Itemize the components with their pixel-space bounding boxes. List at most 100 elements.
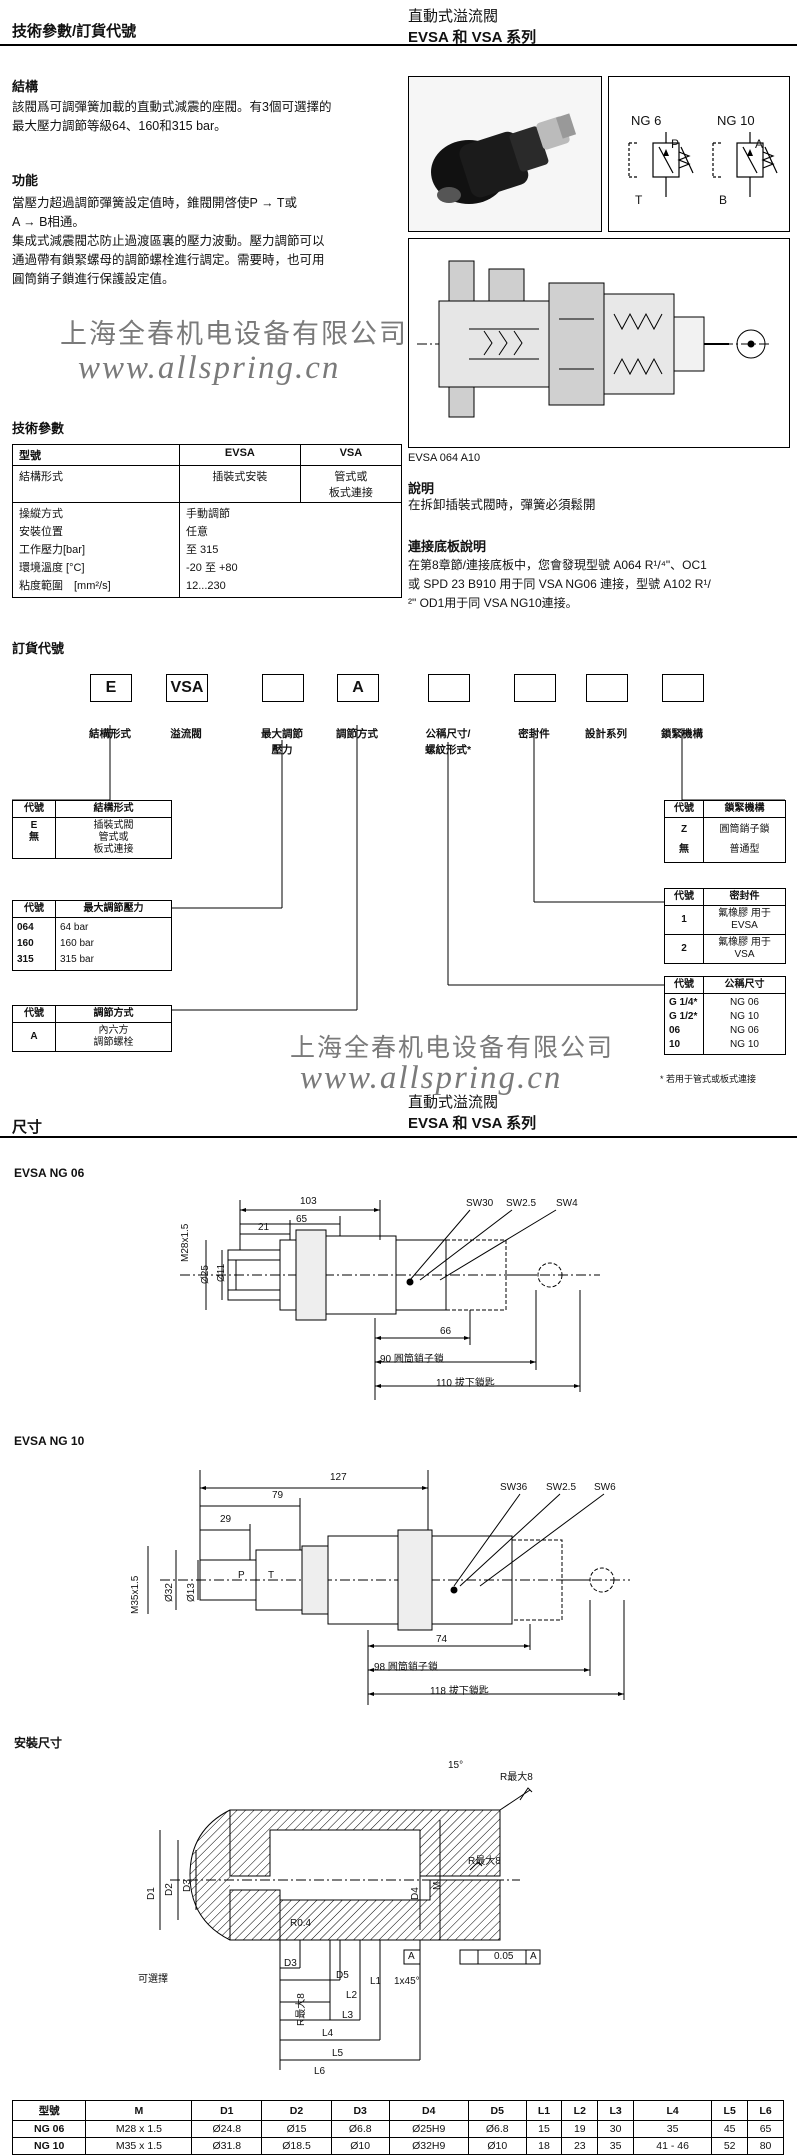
spec-structure-vsa-line2: 板式連接: [328, 487, 373, 499]
subplate-title: 連接底板說明: [408, 539, 487, 554]
dim-header-5: D4: [388, 2100, 469, 2121]
dim-header-6: D5: [467, 2100, 527, 2121]
dim-cell-1-4: Ø10: [330, 2137, 390, 2155]
mount-d4: D4: [410, 1887, 421, 1900]
cross-section-drawing: [417, 260, 769, 418]
ot-seal-r2c2a: 氟橡膠 用于: [718, 937, 771, 948]
ng06-dim-110: 110 拔下鎖匙: [436, 1378, 495, 1389]
ot-pressure-r1c2: 64 bar: [60, 922, 89, 933]
ng10-dim-sw6: SW6: [594, 1482, 616, 1493]
ng06-title: EVSA NG 06: [14, 1166, 85, 1180]
ng06-dim-sw4: SW4: [556, 1198, 578, 1209]
spec-temp-val: -20 至 +80: [186, 562, 238, 574]
order-box-a: A: [337, 674, 379, 702]
structure-text: 該閥爲可調彈簧加載的直動式減震的座閥。有3個可選擇的 最大壓力調節等級64、16…: [12, 98, 402, 136]
spec-col-evsa: EVSA: [179, 444, 301, 466]
structure-title: 結構: [12, 79, 39, 94]
function-text-line3: 集成式減震閥芯防止過渡區裏的壓力波動。壓力調節可以: [12, 234, 325, 248]
dim-header-3: D2: [261, 2100, 332, 2121]
ot-size-r1c2: NG 06: [730, 997, 759, 1008]
page1-header-left: 技術參數/訂貨代號: [12, 23, 137, 40]
spec-row-position: 安裝位置: [19, 526, 63, 538]
order-box-vsa: VSA: [166, 674, 208, 702]
page1-header-rule: [0, 44, 797, 46]
cross-section-frame: [408, 238, 790, 448]
order-label-structure: 結構形式: [89, 728, 131, 740]
order-footnote: * 若用于管式或板式連接: [660, 1074, 757, 1084]
dim-header-2: D1: [191, 2100, 263, 2121]
mount-ra8-mid: R最大8: [468, 1856, 501, 1867]
spec-row-temp: 環境溫度 [°C]: [19, 562, 85, 574]
subplate-text-line1: 在第8章節/連接底板中，您會發現型號 A064 R¹/⁴"、OC1: [408, 558, 707, 572]
subplate-text-line3: ²" OD1用于同 VSA NG10連接。: [408, 596, 578, 610]
ng10-port-t: T: [268, 1570, 275, 1581]
mount-l6: L6: [314, 2066, 326, 2077]
order-label-lock: 鎖緊機構: [661, 728, 703, 740]
spec-row-pressure: 工作壓力[bar]: [19, 544, 86, 556]
ot-adjust-h2: 調節方式: [55, 1005, 172, 1023]
subplate-text: 在第8章節/連接底板中，您會發現型號 A064 R¹/⁴"、OC1 或 SPD …: [408, 556, 793, 613]
order-box-seal: [514, 674, 556, 702]
structure-text-line2: 最大壓力調節等級64、160和315 bar。: [12, 119, 227, 133]
ng10-dim-79: 79: [272, 1490, 284, 1501]
dim-cell-1-3: Ø18.5: [261, 2137, 332, 2155]
ot-adjust-r1c2a: 內六方: [98, 1025, 129, 1036]
relief-valve-symbols: [628, 132, 778, 197]
order-label-thread-line1: 公稱尺寸/: [425, 728, 471, 740]
ot-lock-h2: 鎖緊機構: [703, 800, 786, 818]
spec-row-structure: 結構形式: [12, 465, 180, 503]
ot-lock-values: 圓筒銷子鎖普通型: [703, 817, 786, 863]
mount-title: 安裝尺寸: [14, 1736, 63, 1750]
table-row: 代號結構形式: [12, 800, 172, 818]
order-box-lock: [662, 674, 704, 702]
order-code-connectors: [12, 725, 785, 1011]
dim-cell-0-3: Ø15: [261, 2120, 332, 2138]
ng06-dim-21: 21: [258, 1222, 270, 1233]
note-text: 在拆卸插裝式閥時，彈簧必須鬆開: [408, 498, 596, 512]
ot-lock-r2c1: 無: [679, 844, 689, 855]
ng10-dim-74: 74: [436, 1634, 448, 1645]
table-row: 代號鎖緊機構: [664, 800, 786, 818]
note-title: 說明: [408, 481, 435, 496]
mount-d5: D5: [336, 1970, 349, 1981]
ng10-dimension-drawing: [147, 1470, 630, 1705]
mount-l3: L3: [342, 2010, 354, 2021]
dim-cell-1-9: 35: [597, 2137, 635, 2155]
ot-seal-r1c2a: 氟橡膠 用于: [718, 908, 771, 919]
mount-optional: 可選擇: [138, 1974, 168, 1985]
spec-row-values: 手動調節 任意 至 315 -20 至 +80 12...230: [179, 502, 402, 598]
mount-r04: R0.4: [290, 1918, 312, 1929]
mount-d1: D1: [146, 1887, 157, 1900]
spec-row-labels: 操縱方式 安裝位置 工作壓力[bar] 環境溫度 [°C] 粘度範圍 [mm²/…: [12, 502, 180, 598]
table-row: 代號公稱尺寸: [664, 976, 786, 994]
ot-lock-r2c2: 普通型: [729, 844, 760, 855]
ot-lock-r1c2: 圓筒銷子鎖: [719, 824, 770, 835]
ot-structure-h1: 代號: [12, 800, 56, 818]
dim-header-0: 型號: [11, 2100, 87, 2121]
watermark-company: 上海全春机电设备有限公司: [60, 319, 408, 349]
tech-params-table: 型號 EVSA VSA 結構形式 插裝式安裝 管式或板式連接 操縱方式 安裝位置…: [12, 444, 403, 598]
ng10-dim-d32: Ø32: [164, 1583, 175, 1602]
ot-pressure-r2c2: 160 bar: [60, 938, 94, 949]
page1-header-subtitle: 直動式溢流閥: [408, 8, 499, 25]
ng10-port-p: P: [238, 1570, 245, 1581]
dim-cell-1-8: 23: [561, 2137, 599, 2155]
watermark-url: www.allspring.cn: [78, 350, 341, 386]
ot-pressure-r1c1: 064: [17, 922, 34, 933]
spec-structure-vsa-line1: 管式或: [334, 471, 368, 483]
mount-m: M: [432, 1881, 443, 1890]
ot-adjust-r1c1: A: [12, 1022, 56, 1052]
page2-header-subtitle: 直動式溢流閥: [408, 1094, 499, 1111]
page1-header-title: EVSA 和 VSA 系列: [408, 29, 537, 46]
port-b: B: [719, 193, 728, 207]
